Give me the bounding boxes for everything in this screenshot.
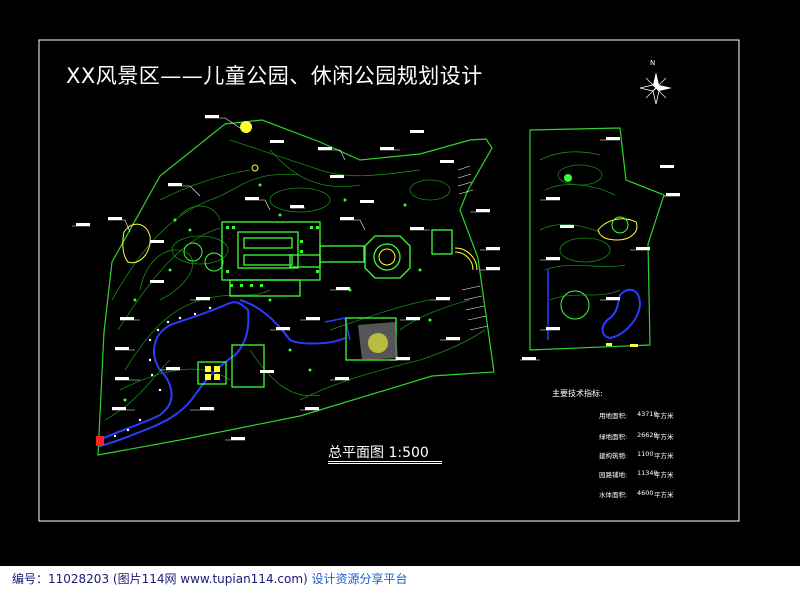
tree-symbols — [123, 183, 432, 402]
indicators-title: 主要技术指标: — [552, 389, 603, 398]
indicator-row: 水体面积: 4600 平方米 — [599, 489, 674, 499]
main-pond — [99, 301, 250, 448]
tree-dots-main — [226, 226, 319, 287]
scale-underline-2 — [328, 463, 442, 464]
right-park-boundary — [529, 127, 665, 351]
label-boxes — [76, 115, 500, 440]
indicator-row: 园路铺地: 11340 平方米 — [599, 469, 674, 479]
footer-bar: 编号：11028203 (图片114网 www.tupian114.com) 设… — [0, 566, 800, 590]
main-park-boundary — [97, 119, 495, 456]
footer-caption: 编号：11028203 (图片114网 www.tupian114.com) 设… — [12, 570, 408, 587]
drawing-title: XX风景区——儿童公园、休闲公园规划设计 — [66, 64, 483, 88]
right-contours — [539, 151, 626, 301]
left-feature — [122, 223, 151, 264]
top-pavilion — [240, 121, 252, 133]
indicator-row: 建构筑物: 1100 平方米 — [599, 450, 674, 460]
site-plan-drawing — [38, 39, 740, 522]
indicator-row: 绿地面积: 26620 平方米 — [599, 431, 674, 441]
scale-label: 总平面图 1:500 — [328, 445, 429, 461]
site-link[interactable]: 设计资源分享平台 — [311, 572, 408, 586]
image-id-text: 编号：11028203 (图片114网 www.tupian114.com) — [12, 572, 308, 586]
right-pond — [601, 288, 642, 340]
drawing-frame — [38, 39, 740, 522]
stream — [239, 299, 346, 345]
semicircle-plaza — [454, 247, 478, 271]
red-marker — [96, 436, 104, 446]
fountain — [378, 248, 396, 266]
compass-north-label: N — [650, 59, 656, 67]
pond-edge-stones — [113, 306, 212, 438]
plazas — [197, 221, 453, 388]
right-feature — [597, 218, 638, 241]
contour-lines — [104, 139, 486, 421]
indicator-row: 用地面积: 43710 平方米 — [599, 410, 674, 420]
cad-canvas: N XX风景区——儿童公园、休闲公园规划设计 总平面图 1:500 主要技术指标… — [0, 0, 800, 566]
stair-hatch — [457, 165, 489, 331]
scale-underline — [328, 461, 442, 462]
north-arrow — [639, 72, 672, 105]
